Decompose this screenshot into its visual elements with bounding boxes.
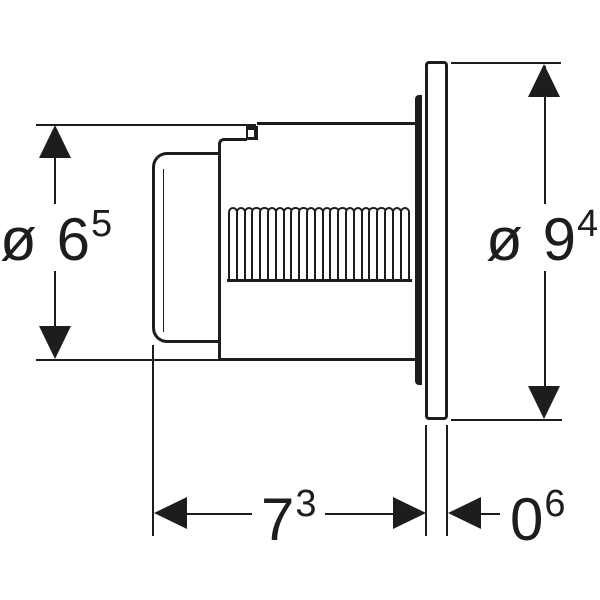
- extension-line-body-bottom: [36, 358, 218, 361]
- cover-plate: [424, 61, 448, 421]
- ribbed-section: [228, 206, 410, 279]
- dim-superscript: 4: [577, 203, 599, 245]
- body-bottom-edge: [217, 357, 417, 361]
- dim-line-button-diameter-lower: [54, 271, 56, 327]
- dim-arrow-right: [393, 497, 427, 530]
- diameter-symbol: ø: [0, 206, 37, 273]
- extension-line-plate-top: [450, 61, 561, 64]
- extension-line-plate-left: [424, 424, 427, 536]
- extension-line-plate-right: [446, 424, 448, 536]
- extension-line-cap-front: [151, 345, 154, 536]
- diameter-symbol: ø: [486, 206, 523, 273]
- dim-value: 0: [510, 485, 544, 553]
- dim-superscript: 6: [544, 482, 566, 525]
- dim-line-depth-left: [186, 512, 252, 515]
- mounting-collar: [414, 94, 422, 385]
- dim-line-plate-diameter-upper: [543, 66, 546, 204]
- dim-arrow-down: [38, 325, 71, 359]
- dim-superscript: 3: [295, 482, 317, 525]
- dim-arrow-left: [153, 497, 187, 530]
- rib-baseline: [227, 278, 412, 282]
- dim-superscript: 5: [91, 203, 113, 245]
- dim-arrow-left: [447, 497, 481, 530]
- dim-value: 6: [56, 206, 91, 273]
- extension-line-body-top: [36, 123, 256, 126]
- body-top-edge: [256, 122, 417, 126]
- dim-line-button-diameter-upper: [54, 127, 56, 204]
- rib: [399, 206, 410, 279]
- body-outline: [217, 137, 247, 361]
- dim-line-plate-diameter-lower: [543, 271, 546, 387]
- extension-line-plate-bottom: [450, 418, 562, 421]
- button-cap-face-line: [162, 169, 165, 332]
- clip-tab-hole: [248, 129, 254, 137]
- dim-line-depth-right: [324, 512, 394, 515]
- dim-value: 9: [542, 206, 577, 273]
- dim-arrow-down: [528, 385, 561, 419]
- dim-line-thickness-tail: [480, 512, 501, 515]
- dim-value: 7: [261, 485, 295, 553]
